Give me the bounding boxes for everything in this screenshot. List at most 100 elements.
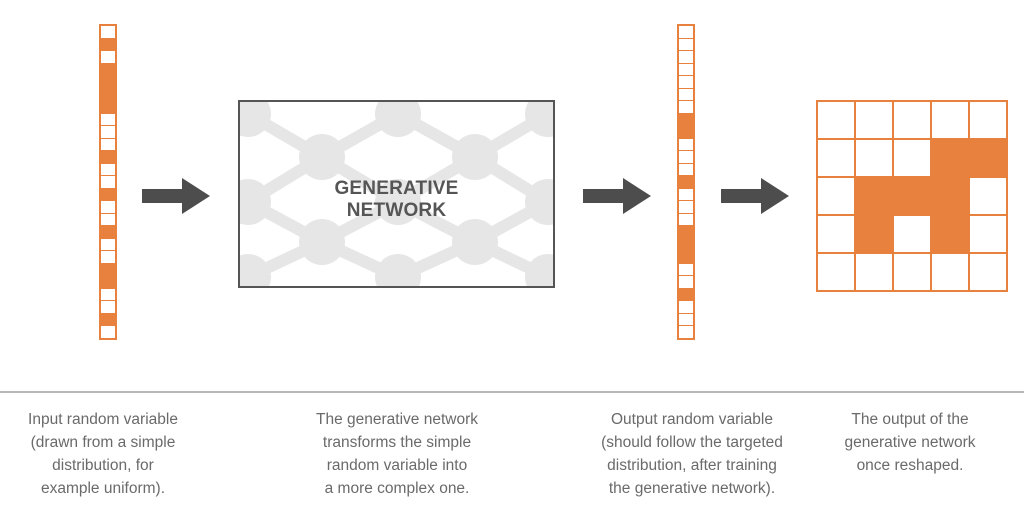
grid-cell-filled (931, 139, 969, 177)
network-title: GENERATIVE NETWORK (240, 178, 553, 222)
grid-cell-empty (931, 253, 969, 291)
grid-cell-filled (855, 215, 893, 253)
vector-cell-empty (101, 213, 115, 226)
vector-cell-empty (679, 138, 693, 151)
vector-cell-empty (679, 101, 693, 114)
network-node (375, 179, 421, 225)
grid-cell-empty (893, 101, 931, 139)
vector-cell-empty (101, 113, 115, 126)
vector-cell-empty (679, 263, 693, 276)
vector-cell-empty (101, 176, 115, 189)
vector-cell-filled (101, 151, 115, 164)
grid-cell-empty (855, 139, 893, 177)
vector-cell-empty (679, 201, 693, 214)
grid-cell-empty (817, 177, 855, 215)
network-node (240, 102, 271, 137)
arrow-right-icon (142, 178, 210, 214)
reshaped-output-grid (816, 100, 1008, 292)
vector-cell-empty (101, 288, 115, 301)
vector-cell-empty (101, 251, 115, 264)
divider (0, 391, 1024, 393)
network-node (525, 179, 553, 225)
vector-cell-empty (679, 76, 693, 89)
grid-cell-empty (817, 101, 855, 139)
network-node (299, 219, 345, 265)
grid-cell-empty (817, 253, 855, 291)
grid-cell-empty (969, 253, 1007, 291)
grid-cell-empty (855, 253, 893, 291)
vector-cell-filled (679, 251, 693, 264)
grid-cell-empty (893, 139, 931, 177)
vector-cell-empty (101, 126, 115, 139)
grid-cell-empty (855, 101, 893, 139)
vector-cell-filled (679, 226, 693, 239)
vector-cell-empty (101, 51, 115, 64)
vector-cell-empty (101, 326, 115, 338)
network-node (452, 219, 498, 265)
caption-reshaped: The output of the generative network onc… (844, 411, 976, 474)
caption-network: The generative network transforms the si… (316, 411, 478, 497)
network-node (240, 254, 271, 286)
vector-cell-filled (679, 176, 693, 189)
grid-cell-filled (931, 177, 969, 215)
caption-output: Output random variable (should follow th… (601, 411, 783, 497)
grid-cell-empty (969, 215, 1007, 253)
vector-cell-empty (679, 51, 693, 64)
network-node (240, 179, 271, 225)
grid-cell-empty (931, 101, 969, 139)
vector-cell-empty (101, 138, 115, 151)
vector-cell-filled (101, 88, 115, 101)
grid-cell-empty (893, 253, 931, 291)
vector-cell-filled (101, 76, 115, 89)
vector-cell-empty (679, 188, 693, 201)
vector-cell-empty (679, 326, 693, 338)
vector-cell-empty (101, 26, 115, 39)
vector-cell-empty (679, 26, 693, 39)
vector-cell-filled (679, 126, 693, 139)
network-title-line1: GENERATIVE (334, 178, 459, 199)
vector-cell-empty (679, 63, 693, 76)
arrow-right-icon (721, 178, 789, 214)
grid-cell-empty (817, 139, 855, 177)
vector-cell-empty (679, 163, 693, 176)
vector-cell-empty (679, 276, 693, 289)
network-node (299, 134, 345, 180)
vector-cell-filled (101, 263, 115, 276)
vector-cell-filled (101, 101, 115, 114)
vector-cell-filled (101, 313, 115, 326)
vector-cell-empty (101, 301, 115, 314)
vector-cell-filled (101, 63, 115, 76)
vector-cell-empty (679, 151, 693, 164)
vector-cell-filled (679, 238, 693, 251)
vector-cell-filled (101, 226, 115, 239)
network-node (375, 102, 421, 137)
grid-cell-filled (969, 139, 1007, 177)
vector-cell-empty (679, 301, 693, 314)
network-node (525, 254, 553, 286)
vector-cell-empty (679, 88, 693, 101)
grid-cell-filled (855, 177, 893, 215)
output-random-vector (677, 24, 695, 340)
vector-cell-filled (101, 38, 115, 51)
grid-cell-filled (893, 177, 931, 215)
vector-cell-filled (101, 188, 115, 201)
grid-cell-empty (893, 215, 931, 253)
vector-cell-filled (679, 113, 693, 126)
caption-input: Input random variable (drawn from a simp… (28, 411, 178, 497)
network-node (452, 134, 498, 180)
vector-cell-empty (679, 313, 693, 326)
network-node (525, 102, 553, 137)
input-random-vector (99, 24, 117, 340)
vector-cell-filled (101, 276, 115, 289)
arrow-right-icon (583, 178, 651, 214)
network-node (375, 254, 421, 286)
grid-cell-empty (817, 215, 855, 253)
network-graph-icon (240, 102, 553, 286)
vector-cell-empty (101, 201, 115, 214)
vector-cell-filled (679, 288, 693, 301)
grid-cell-filled (931, 215, 969, 253)
generative-network-box: GENERATIVE NETWORK (238, 100, 555, 288)
network-title-line2: NETWORK (346, 200, 447, 221)
grid-cell-empty (969, 101, 1007, 139)
vector-cell-empty (679, 213, 693, 226)
